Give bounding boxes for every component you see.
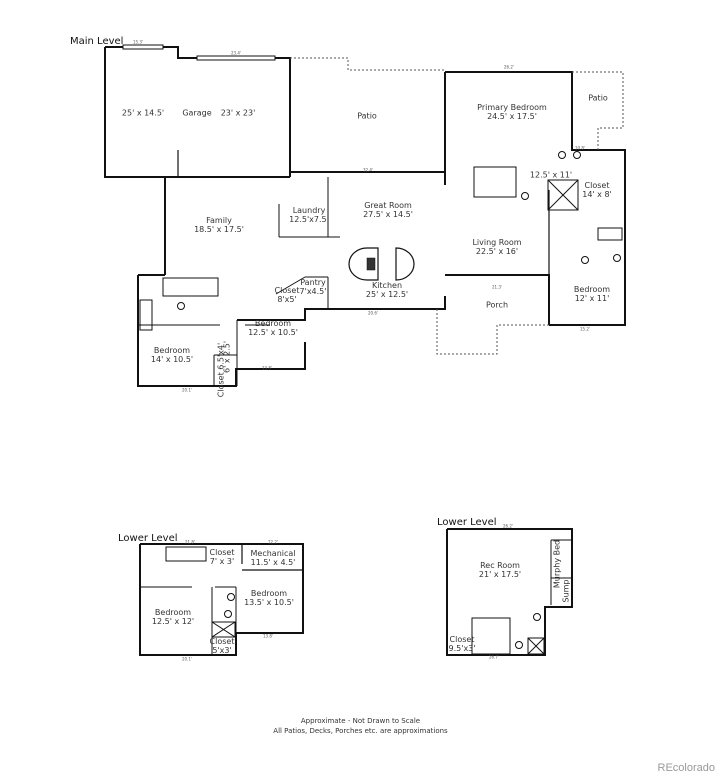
dimension-label: 23.4' <box>230 50 242 56</box>
main-room-label: Living Room 22.5' x 16' <box>472 238 522 256</box>
dimension-label: 10.8' <box>574 145 586 151</box>
main-room-label: Primary Bedroom 24.5' x 17.5' <box>477 103 547 121</box>
dimension-label: 26.2' <box>503 64 515 70</box>
main-room-label: Porch <box>485 300 509 310</box>
lower-left-room-label: Bedroom 13.5' x 10.5' <box>244 589 294 607</box>
vertical-room-label: Murphy Bed <box>552 539 562 589</box>
main-room-label: Kitchen 25' x 12.5' <box>365 281 409 299</box>
main-room-label: Bedroom 12' x 11' <box>573 285 611 303</box>
dimension-label: 13.8' <box>261 365 273 371</box>
main-room-label: Closet 8'x5' <box>274 286 300 304</box>
main-room-label: Pantry 7'x4.5' <box>299 278 327 296</box>
main-room-label: Bedroom 12.5' x 10.5' <box>248 319 298 337</box>
dimension-label: 20.1' <box>181 656 193 662</box>
disclaimer-line-2: All Patios, Decks, Porches etc. are appr… <box>273 727 448 735</box>
lower-left-room-label: Bedroom 12.5' x 12' <box>151 608 195 626</box>
dimension-label: 32.4' <box>362 167 374 173</box>
lower-left-room-label: Mechanical 11.5' x 4.5' <box>250 549 296 567</box>
main-room-label: Laundry 12.5'x7.5' <box>289 206 329 224</box>
disclaimer-line-1: Approximate - Not Drawn to Scale <box>300 717 421 725</box>
dimension-label: 12.2' <box>267 539 279 545</box>
vertical-room-label: Closet 6.5'x4' <box>216 342 226 398</box>
main-room-label: 25' x 14.5' <box>121 108 165 118</box>
main-room-label: Bedroom 14' x 10.5' <box>150 346 194 364</box>
dimension-label: 20.1' <box>181 387 193 393</box>
main-room-label: Patio <box>588 93 608 103</box>
credit-watermark: REcolorado <box>657 762 715 774</box>
vertical-room-label: Sump <box>561 579 571 603</box>
dimension-label: 26.7' <box>488 654 500 660</box>
lower-level-title-right: Lower Level <box>437 517 497 528</box>
main-room-label: Family 18.5' x 17.5' <box>194 216 244 234</box>
main-room-label: Patio <box>357 111 377 121</box>
main-room-label: Closet 14' x 8' <box>582 181 612 199</box>
dimension-label: 13.8' <box>262 633 274 639</box>
lower-right-room-label: Rec Room 21' x 17.5' <box>478 561 522 579</box>
dimension-label: 21.3' <box>491 284 503 290</box>
main-room-label: 23' x 23' <box>220 108 256 118</box>
lower-right-room-label: Closet 9.5'x3' <box>448 635 476 653</box>
main-room-label: Garage <box>182 108 212 118</box>
dimension-label: 21.8' <box>184 539 196 545</box>
lower-left-room-label: Closet 7' x 3' <box>209 548 235 566</box>
lower-left-room-label: Closet 5'x3' <box>209 637 235 655</box>
lower-level-title-left: Lower Level <box>118 533 178 544</box>
dimension-label: 20.6' <box>367 310 379 316</box>
dimension-label: 15.3' <box>132 39 144 45</box>
main-level-title: Main Level <box>70 36 124 47</box>
dimension-label: 15.2' <box>579 326 591 332</box>
main-room-label: Great Room 27.5' x 14.5' <box>363 201 413 219</box>
dimension-label: 26.2' <box>502 523 514 529</box>
main-room-label: 12.5' x 11' <box>529 170 573 180</box>
